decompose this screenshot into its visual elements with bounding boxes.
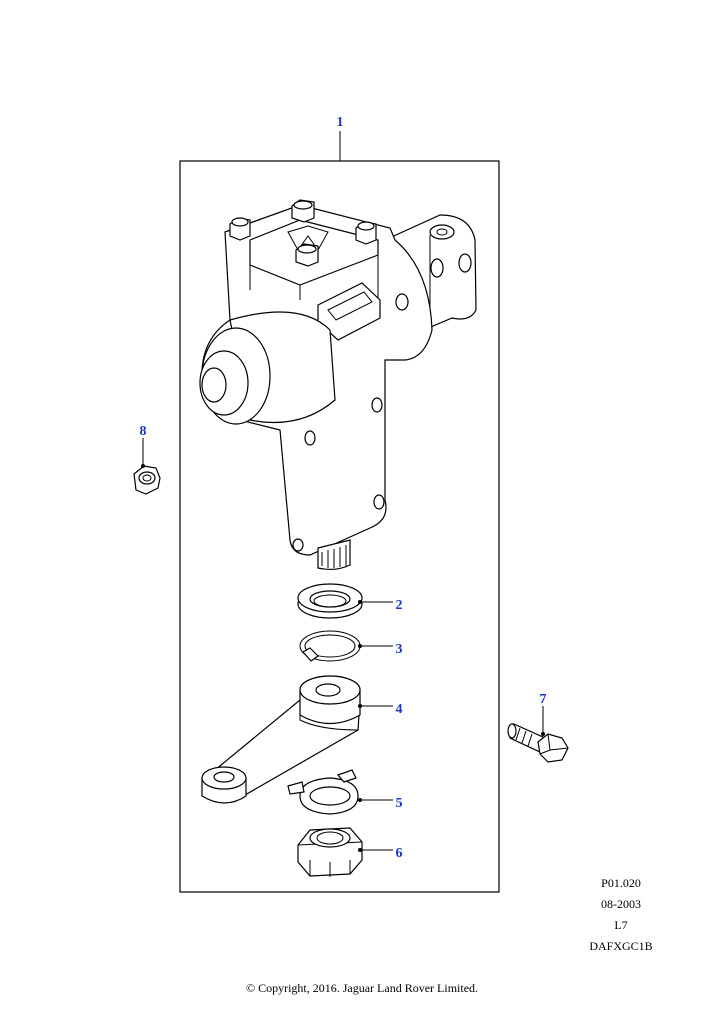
callout-6[interactable]: 6 <box>396 846 403 861</box>
copyright-footer: © Copyright, 2016. Jaguar Land Rover Lim… <box>245 981 479 995</box>
nut-illustration <box>297 827 363 877</box>
callout-1[interactable]: 1 <box>337 115 344 130</box>
callout-8[interactable]: 8 <box>140 424 147 439</box>
small-nut-illustration <box>133 465 161 495</box>
cover-bolt <box>291 199 315 223</box>
tab-washer-illustration <box>287 769 359 815</box>
callout-4[interactable]: 4 <box>396 702 403 717</box>
plate-number: P01.020 <box>601 876 641 890</box>
cover-bolt <box>355 221 377 245</box>
plate-date: 08-2003 <box>601 897 641 911</box>
plate-level: L7 <box>614 918 628 932</box>
cover-bolt <box>229 217 251 241</box>
cover-bolt <box>295 243 319 267</box>
callout-2[interactable]: 2 <box>396 598 403 613</box>
seal-illustration <box>297 583 363 619</box>
bolt-illustration <box>507 723 569 763</box>
callout-5[interactable]: 5 <box>396 796 403 811</box>
plate-code: DAFXGC1B <box>589 939 653 953</box>
steering-box-illustration <box>199 199 477 571</box>
callout-7[interactable]: 7 <box>540 692 547 707</box>
callout-3[interactable]: 3 <box>396 642 403 657</box>
circlip-illustration <box>299 630 361 662</box>
drop-arm-illustration <box>201 675 361 804</box>
